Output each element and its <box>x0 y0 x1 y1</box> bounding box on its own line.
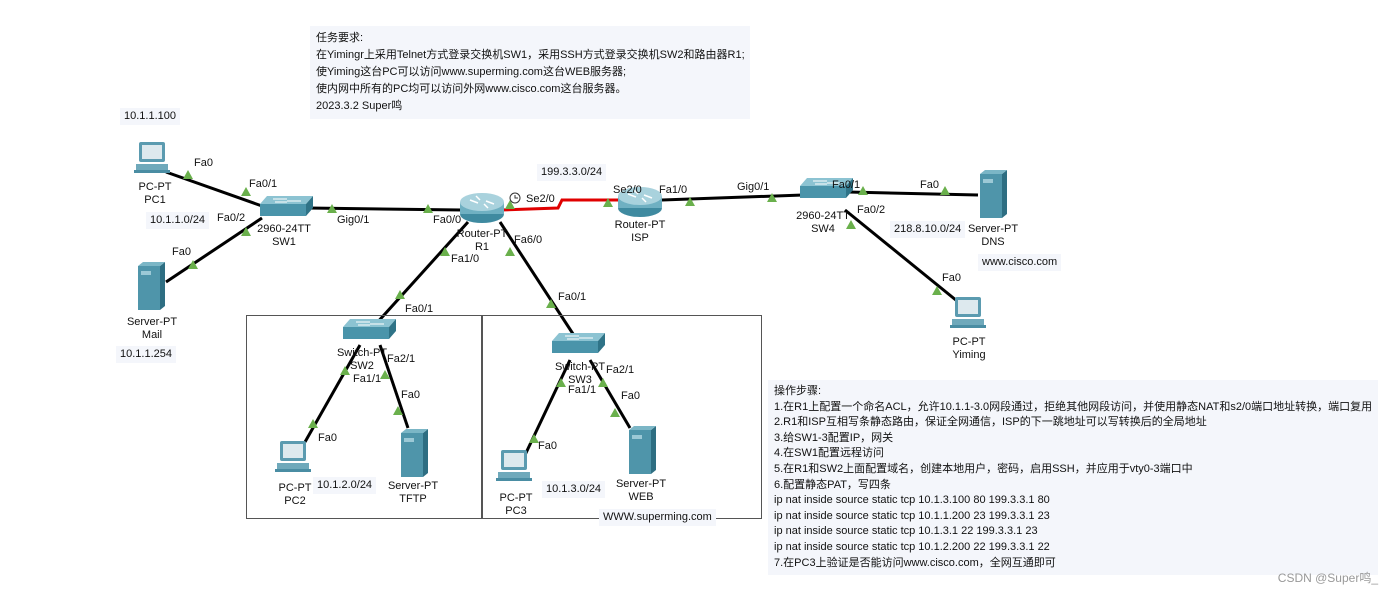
port-label: Fa0/1 <box>832 179 861 191</box>
dns-net-label: 218.8.10.0/24 <box>890 221 966 238</box>
watermark: CSDN @Super鸣_ <box>1277 571 1378 585</box>
link-sw4-yiming <box>844 208 963 307</box>
link-pc1-sw1 <box>165 170 263 208</box>
port-label: Se2/0 <box>613 184 642 196</box>
port-label: Fa0/2 <box>857 204 886 216</box>
superming-label: WWW.superming.com <box>599 509 716 526</box>
port-label: Fa0 <box>194 157 213 169</box>
r1-router-icon <box>459 192 505 224</box>
link-sw4-dns <box>847 190 979 197</box>
port-label: Fa2/1 <box>387 353 416 365</box>
pc1-ip-label: 10.1.1.100 <box>120 108 180 125</box>
link-r1-sw2 <box>373 220 470 327</box>
note-line: 2023.3.2 Super鸣 <box>316 100 403 112</box>
net1-label: 10.1.1.0/24 <box>146 212 210 229</box>
port-label: Fa0 <box>942 272 961 284</box>
note-line: ip nat inside source static tcp 10.1.3.1… <box>774 494 1050 507</box>
port-label: Fa6/0 <box>514 234 543 246</box>
sw1-icon <box>259 195 314 217</box>
port-label: Fa1/1 <box>568 384 597 396</box>
note-line: 操作步骤: <box>774 385 822 397</box>
port-label: Fa0/0 <box>433 214 462 226</box>
port-label: Fa0 <box>920 179 939 191</box>
port-status-indicators <box>183 170 950 443</box>
pc1-icon <box>134 142 170 173</box>
mail-server-icon <box>138 262 165 310</box>
note-line: 7.在PC3上验证是否能访问www.cisco.com，全网互通即可 <box>774 556 1056 569</box>
port-label: Fa0 <box>318 432 337 444</box>
link-isp-sw4 <box>661 193 804 202</box>
note-line: 在Yimingr上采用Telnet方式登录交换机SW1，采用SSH方式登录交换机… <box>316 49 745 61</box>
port-label: Fa1/0 <box>659 184 688 196</box>
port-label: Fa0/1 <box>405 303 434 315</box>
link-sw2-tftp <box>378 344 410 429</box>
lan2-area <box>246 315 482 519</box>
note-line: 6.配置静态PAT，写四条 <box>774 478 891 491</box>
net3-label: 10.1.3.0/24 <box>542 481 606 498</box>
yiming-pc-icon <box>950 297 986 328</box>
task-requirements-note: 任务要求: 在Yimingr上采用Telnet方式登录交换机SW1，采用SSH方… <box>310 26 750 119</box>
note-line: ip nat inside source static tcp 10.1.2.2… <box>774 540 1050 553</box>
cisco-label: www.cisco.com <box>978 254 1062 271</box>
clock-icon <box>509 192 521 204</box>
port-label: Fa0/1 <box>558 291 587 303</box>
note-line: 4.在SW1配置远程访问 <box>774 447 885 460</box>
port-label: Gig0/1 <box>737 181 770 193</box>
port-label: Fa0 <box>538 440 557 452</box>
port-label: Fa0 <box>401 389 420 401</box>
note-line: 2.R1和ISP互相写条静态路由，保证全网通信，ISP的下一跳地址可以写转换后的… <box>774 416 1207 429</box>
note-line: 使Yiming这台PC可以访问www.superming.com这台WEB服务器… <box>316 66 627 78</box>
note-line: ip nat inside source static tcp 10.1.3.1… <box>774 525 1038 538</box>
port-label: Fa2/1 <box>606 364 635 376</box>
note-line: 1.在R1上配置一个命名ACL，允许10.1.1-3.0网段通过，拒绝其他网段访… <box>774 400 1373 413</box>
port-label: Fa0 <box>621 390 640 402</box>
net2-label: 10.1.2.0/24 <box>313 477 377 494</box>
note-line: 任务要求: <box>316 32 364 44</box>
note-line: 使内网中所有的PC均可以访问外网www.cisco.com这台服务器。 <box>316 83 627 95</box>
note-line: 5.在R1和SW2上面配置域名，创建本地用户，密码，启用SSH，并应用于vty0… <box>774 462 1193 475</box>
port-label: Fa1/1 <box>353 373 382 385</box>
port-label: Se2/0 <box>526 193 555 205</box>
port-label: Fa0 <box>172 246 191 258</box>
port-label: Fa0/1 <box>249 178 278 190</box>
link-r1-sw3 <box>498 221 579 341</box>
port-label: Fa1/0 <box>451 253 480 265</box>
operation-steps-note: 操作步骤: 1.在R1上配置一个命名ACL，允许10.1.1-3.0网段通过，拒… <box>768 380 1378 576</box>
port-label: Gig0/1 <box>337 214 370 226</box>
port-label: Fa0/2 <box>217 212 246 224</box>
mail-ip-label: 10.1.1.254 <box>116 346 176 363</box>
link-sw3-web <box>588 359 632 429</box>
dns-server-icon <box>980 170 1007 218</box>
note-line: ip nat inside source static tcp 10.1.1.2… <box>774 509 1050 522</box>
link-r1-isp-serial <box>499 198 620 212</box>
wan-label: 199.3.3.0/24 <box>537 164 607 181</box>
note-line: 3.给SW1-3配置IP，网关 <box>774 431 894 444</box>
